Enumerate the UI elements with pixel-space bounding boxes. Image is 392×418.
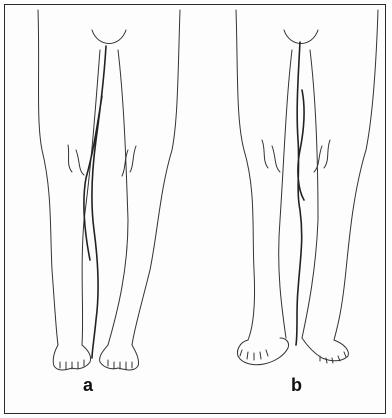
panel-b-crotch (284, 30, 318, 44)
panel-a-knee-left (68, 145, 84, 175)
panel-a-right-foot (100, 345, 139, 370)
panel-label-b: b (291, 376, 302, 394)
panel-a-left-leg-outline (38, 10, 58, 345)
panel-b-left-leg-outline (236, 10, 255, 340)
panel-b-toes (240, 350, 346, 363)
panel-b-inner-right (302, 50, 318, 338)
panel-b-left-foot (237, 338, 288, 365)
panel-a-inner-right (108, 50, 128, 345)
panel-a-legs (38, 10, 180, 370)
panel-b-right-leg-outline (334, 10, 378, 340)
panel-b-legs (236, 10, 378, 365)
panel-a-toes (60, 360, 132, 369)
panel-b-right-foot (302, 338, 348, 361)
panel-a-knee-right (122, 146, 136, 176)
panel-b-vein (296, 42, 304, 345)
panel-label-a: a (83, 376, 93, 394)
panel-b-knee-left (262, 140, 280, 172)
panel-a-vein (84, 46, 106, 358)
panel-a-crotch (92, 30, 126, 44)
panel-a-right-leg-outline (132, 10, 180, 345)
panel-b-inner-left (279, 50, 292, 338)
